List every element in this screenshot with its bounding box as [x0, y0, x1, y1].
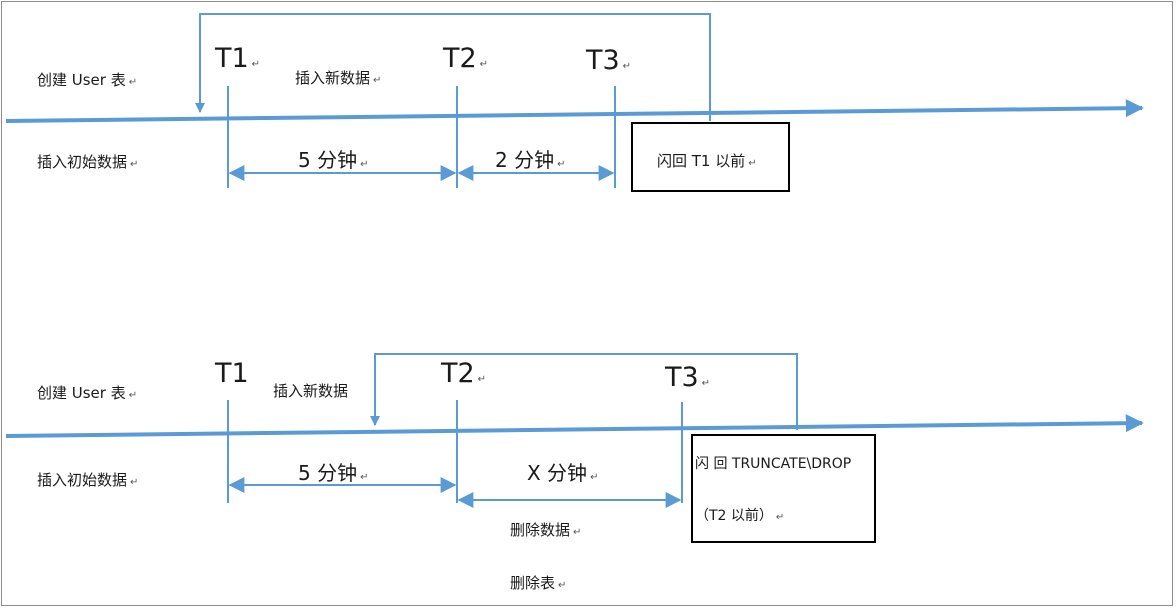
bottom-time-axis-arrow [5, 414, 1144, 438]
bottom-create-table-label: 创建 User 表↵ [37, 384, 138, 402]
return-mark: ↵ [130, 477, 139, 488]
return-mark: ↵ [748, 158, 757, 169]
bottom-flashback-return-arrow [370, 353, 798, 430]
return-mark: ↵ [557, 159, 566, 170]
top-t3-label: T3↵ [586, 45, 632, 76]
top-flashback-label: 闪回 T1 以前↵ [657, 152, 757, 170]
return-mark: ↵ [479, 59, 489, 70]
return-mark: ↵ [558, 580, 567, 591]
bottom-drop-table-label: 删除表↵ [510, 574, 567, 592]
bottom-flashback-label-line1: 闪 回 TRUNCATE\DROP [695, 456, 852, 472]
top-t2-label: T2↵ [443, 43, 489, 74]
return-mark: ↵ [128, 77, 138, 88]
top-create-table-label: 创建 User 表↵ [37, 71, 138, 89]
top-t1-label: T1↵ [215, 43, 261, 74]
return-mark: ↵ [477, 374, 487, 385]
bottom-interval-1-label: 5 分钟↵ [298, 461, 369, 485]
bottom-t3-label: T3↵ [665, 362, 711, 393]
top-flashback-return-arrow [195, 13, 711, 121]
top-interval-1-label: 5 分钟↵ [298, 148, 369, 172]
bottom-insert-new-label: 插入新数据 [273, 382, 349, 400]
return-mark: ↵ [573, 527, 582, 538]
bottom-insert-initial-label: 插入初始数据↵ [37, 471, 139, 489]
return-mark: ↵ [590, 472, 599, 483]
bottom-t2-label: T2↵ [441, 358, 487, 389]
top-flashback-box [631, 122, 790, 192]
bottom-flashback-box [691, 434, 876, 543]
return-mark: ↵ [130, 159, 139, 170]
bottom-flashback-label-line2: （T2 以前）↵ [695, 508, 785, 524]
return-mark: ↵ [775, 512, 785, 523]
top-time-axis-arrow [5, 99, 1144, 123]
return-mark: ↵ [373, 75, 382, 86]
bottom-t1-label: T1 [215, 358, 249, 389]
return-mark: ↵ [701, 378, 711, 389]
return-mark: ↵ [622, 61, 632, 72]
return-mark: ↵ [128, 390, 138, 401]
top-insert-initial-label: 插入初始数据↵ [37, 153, 139, 171]
return-mark: ↵ [251, 59, 261, 70]
return-mark: ↵ [360, 472, 369, 483]
bottom-interval-2-label: X 分钟↵ [527, 461, 599, 485]
return-mark: ↵ [360, 159, 369, 170]
top-interval-2-label: 2 分钟↵ [495, 148, 566, 172]
bottom-delete-data-label: 删除数据↵ [510, 521, 582, 539]
top-insert-new-label: 插入新数据↵ [295, 69, 382, 87]
